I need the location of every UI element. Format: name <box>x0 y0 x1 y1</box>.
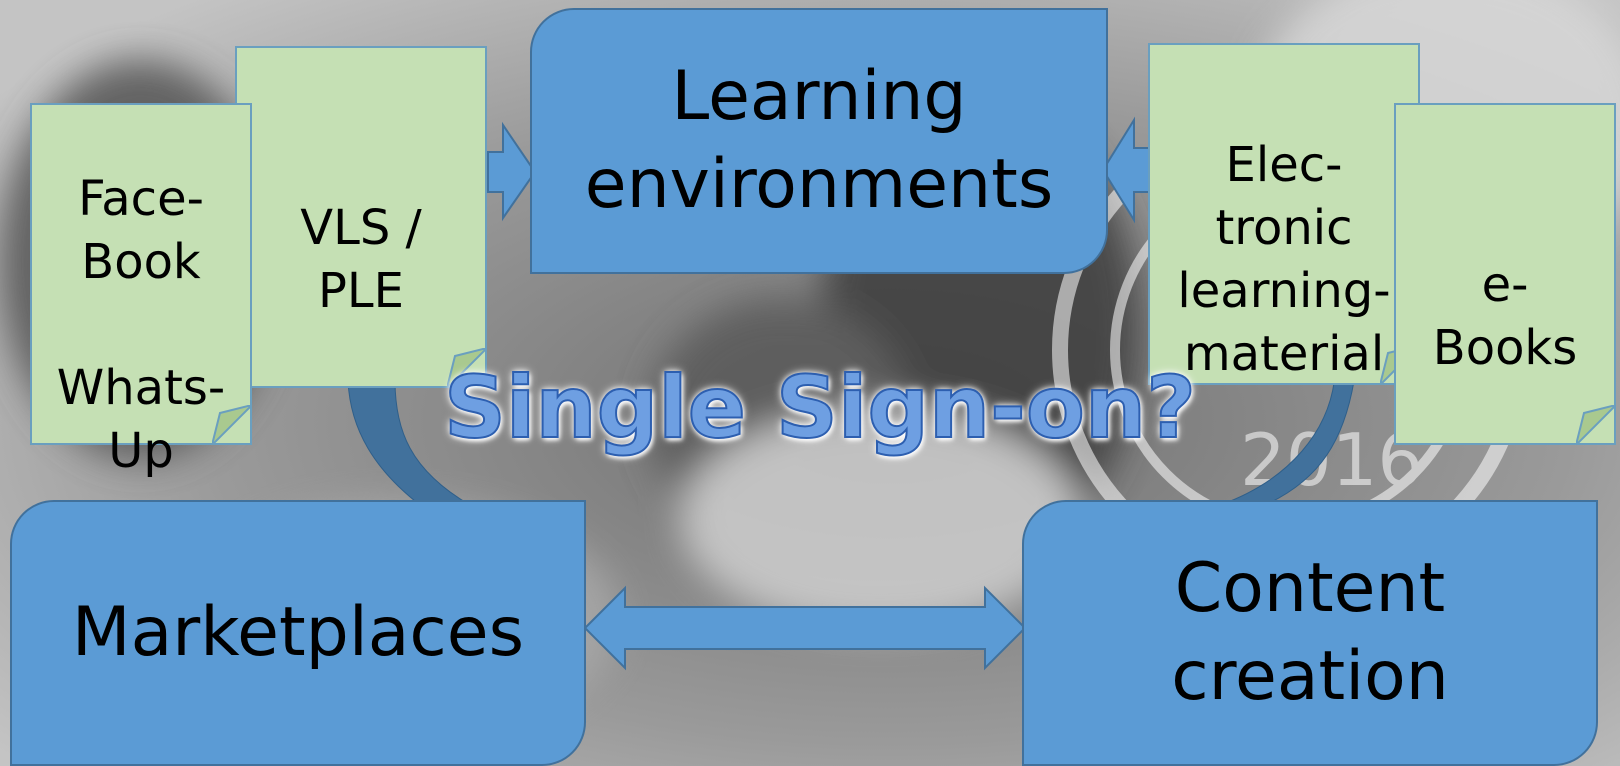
curve-material-to-content <box>1219 374 1356 506</box>
marketplaces-box: Marketplaces <box>10 500 586 766</box>
learning-environments-label: Learning environments <box>584 57 1054 224</box>
learning-environments-box: Learning environments <box>530 8 1108 274</box>
ebooks-label: e- Books <box>1432 257 1578 376</box>
vls-ple-note: VLS / PLE <box>235 46 487 388</box>
page-fold-icon <box>212 405 252 445</box>
marketplaces-label: Marketplaces <box>71 593 525 672</box>
double-arrow-marketplaces-content <box>583 585 1027 671</box>
arrow-vls-to-learning <box>487 121 537 222</box>
facebook-whatsup-note: Face- Book Whats- Up <box>30 103 252 479</box>
page-fold-icon <box>1576 405 1616 445</box>
facebook-whatsup-label: Face- Book Whats- Up <box>56 171 226 479</box>
content-creation-box: Content creation <box>1022 500 1598 766</box>
content-creation-label: Content creation <box>1171 549 1449 716</box>
electronic-material-label: Elec- tronic learning- material <box>1177 137 1391 382</box>
electronic-material-note: Elec- tronic learning- material <box>1148 43 1420 385</box>
page-fold-icon <box>447 348 487 388</box>
single-sign-on-question: Single Sign-on? <box>443 357 1197 459</box>
vls-ple-label: VLS / PLE <box>300 200 422 319</box>
arrow-material-to-learning <box>1101 116 1151 224</box>
ebooks-note: e- Books <box>1394 103 1616 445</box>
